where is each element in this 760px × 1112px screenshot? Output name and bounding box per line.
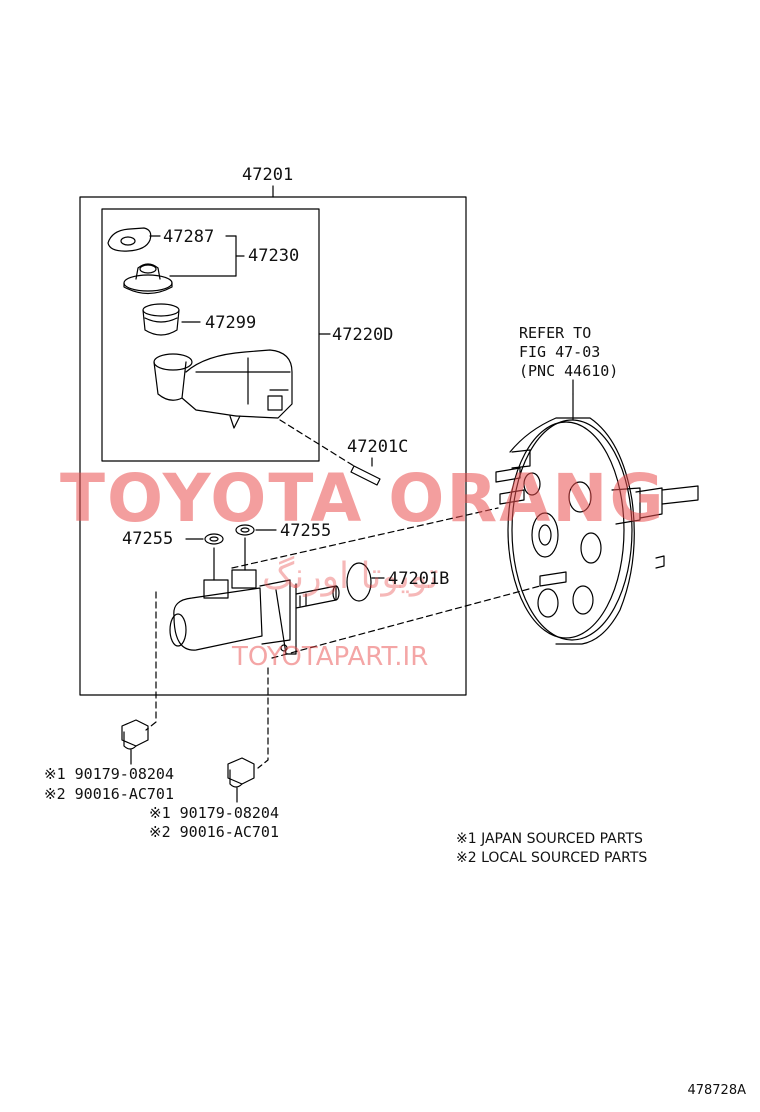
nut-right-line-1: ※1 90179-08204 xyxy=(149,804,279,822)
grommet-right-drawing xyxy=(235,524,277,536)
nut-right-line-2: ※2 90016-AC701 xyxy=(149,823,279,841)
grommet-left-drawing xyxy=(185,533,224,545)
refer-line-2: FIG 47-03 xyxy=(519,343,601,361)
label-strainer: 47299 xyxy=(205,313,257,333)
pin-drawing xyxy=(350,457,381,486)
stud-alignment-lines xyxy=(145,507,541,769)
strainer-drawing xyxy=(142,303,201,336)
nut-right-drawing xyxy=(227,757,255,803)
label-reservoir-cap-set: 47230 xyxy=(248,246,300,266)
refer-line-3: (PNC 44610) xyxy=(519,362,619,380)
label-reservoir-seal: 47287 xyxy=(163,227,215,247)
nut-left-line-1: ※1 90179-08204 xyxy=(44,765,174,783)
reservoir-frame xyxy=(101,208,320,462)
note-local-sourced: ※2 LOCAL SOURCED PARTS xyxy=(456,850,648,866)
label-pin: 47201C xyxy=(347,437,409,457)
nut-left-drawing xyxy=(121,719,149,765)
brake-booster-drawing xyxy=(495,393,699,645)
reservoir-seal-drawing xyxy=(107,227,161,252)
refer-line-1: REFER TO xyxy=(519,324,592,342)
note-japan-sourced: ※1 JAPAN SOURCED PARTS xyxy=(456,831,643,847)
reservoir-cap-drawing xyxy=(123,263,173,295)
pin-dashed-leader xyxy=(279,419,355,467)
figure-id: 478728A xyxy=(687,1083,746,1098)
label-grommet-right: 47255 xyxy=(280,521,332,541)
nut-left-line-2: ※2 90016-AC701 xyxy=(44,785,174,803)
cap-set-bracket xyxy=(169,235,245,277)
o-ring-drawing xyxy=(346,562,385,602)
reservoir-tank-drawing xyxy=(153,349,293,429)
label-assembly: 47201 xyxy=(242,165,294,185)
label-reservoir-tank: 47220D xyxy=(332,325,394,345)
master-cylinder-drawing xyxy=(169,537,340,655)
label-o-ring: 47201B xyxy=(388,569,450,589)
label-grommet-left: 47255 xyxy=(122,529,174,549)
